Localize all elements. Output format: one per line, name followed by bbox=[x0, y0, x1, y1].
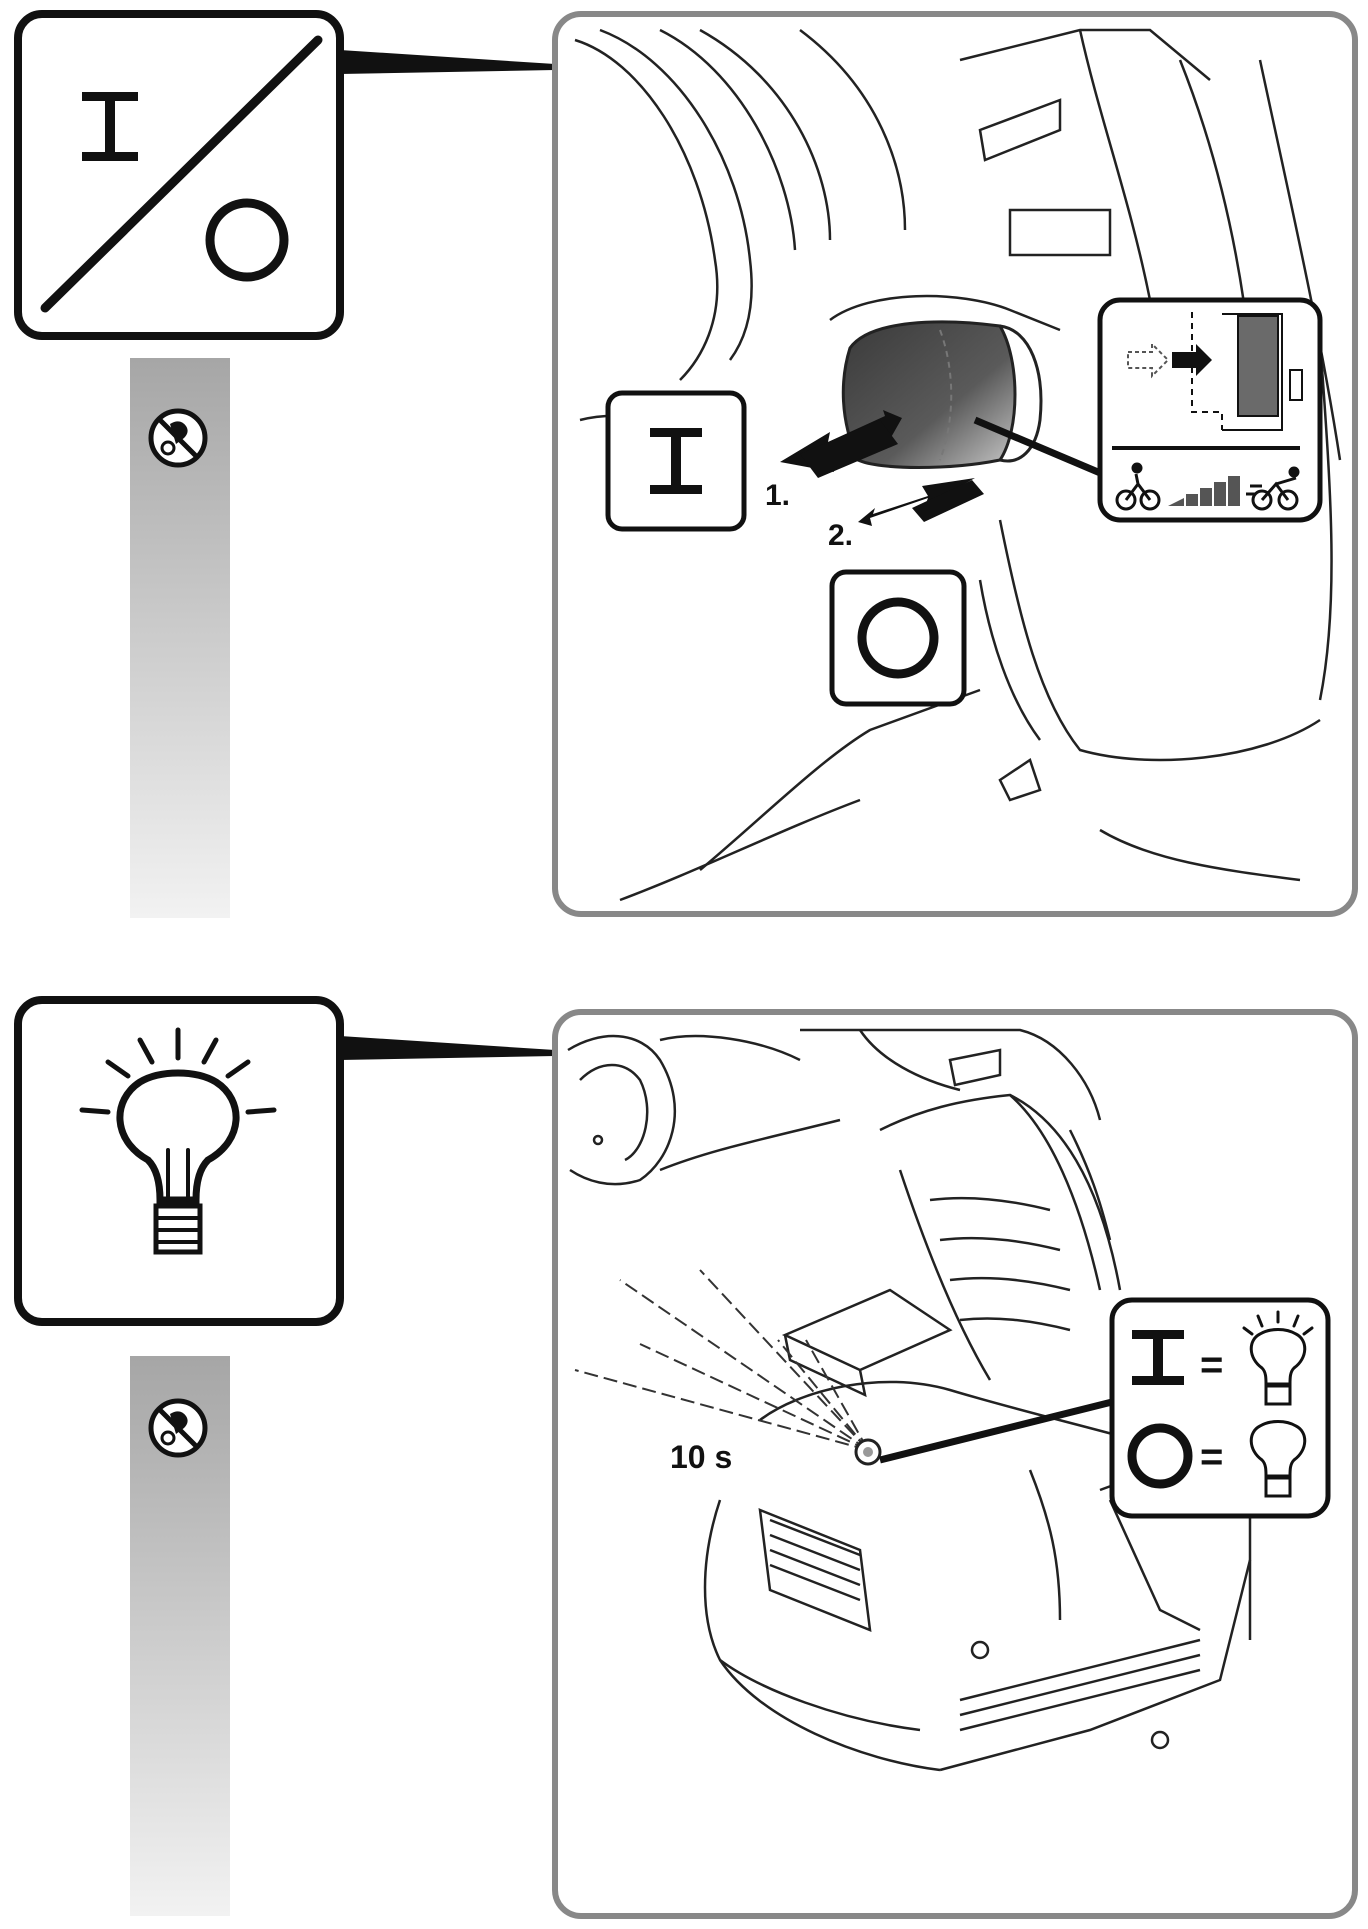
light-on-symbol bbox=[1132, 1330, 1184, 1385]
off-icon bbox=[205, 198, 289, 282]
switch-illustration-panel: 1. 2. bbox=[552, 11, 1358, 917]
callout-pointer bbox=[340, 50, 555, 74]
solid-arrow-icon bbox=[1172, 344, 1212, 376]
release-arrow-icon bbox=[858, 478, 975, 526]
equals-sign-on: = bbox=[1200, 1343, 1223, 1387]
bulb-on-icon bbox=[1242, 1310, 1314, 1406]
light-state-callout: = = bbox=[1109, 1297, 1331, 1519]
step-2-label: 2. bbox=[828, 519, 853, 552]
speed-indicator-callout bbox=[1097, 297, 1323, 523]
no-dust-icon bbox=[148, 408, 208, 468]
light-off-symbol bbox=[1127, 1423, 1193, 1489]
equals-sign-off: = bbox=[1200, 1435, 1223, 1479]
on-position-box bbox=[605, 390, 747, 532]
off-position-box bbox=[829, 569, 967, 707]
bulb-off-icon bbox=[1249, 1420, 1307, 1498]
light-bulb-icon bbox=[79, 1027, 277, 1255]
step-1-label: 1. bbox=[765, 479, 790, 512]
work-light-symbol-box bbox=[14, 996, 344, 1326]
slow-bicycle-icon bbox=[1115, 462, 1161, 511]
work-light-illustration-panel: 10 s = = bbox=[552, 1009, 1358, 1919]
dashed-arrow-icon bbox=[1127, 341, 1170, 379]
on-icon bbox=[82, 92, 138, 161]
callout-pointer-light bbox=[340, 1036, 555, 1060]
on-off-symbol-box bbox=[14, 10, 344, 340]
fast-bicycle-icon bbox=[1246, 466, 1300, 511]
no-dust-icon-light bbox=[148, 1398, 208, 1458]
speed-bars-icon bbox=[1168, 476, 1240, 506]
duration-label: 10 s bbox=[670, 1439, 732, 1475]
